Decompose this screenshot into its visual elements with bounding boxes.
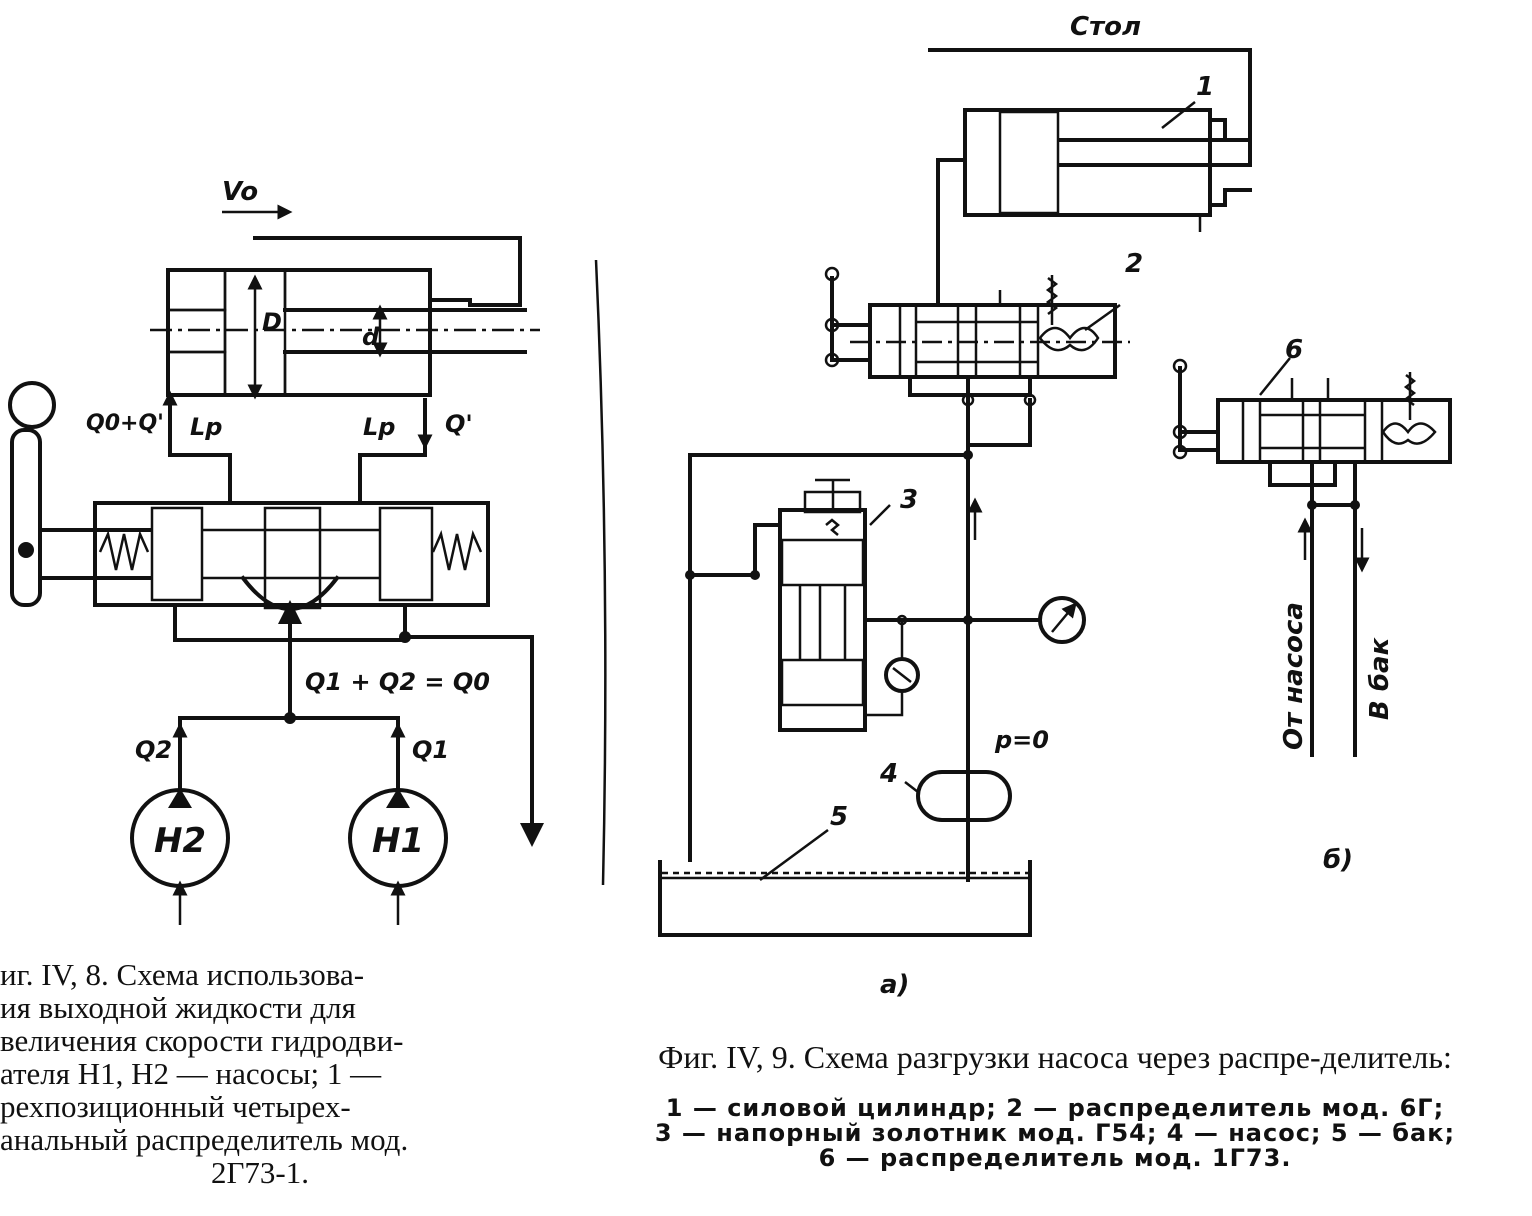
cylinder xyxy=(150,204,540,400)
caption-line: анальный распределитель мод. xyxy=(0,1122,409,1157)
label-to-tank: В бак xyxy=(1365,636,1395,720)
pressure-gauge xyxy=(1038,596,1086,644)
caption-line: ия выходной жидкости для xyxy=(0,990,356,1025)
label-n3: 3 xyxy=(900,485,918,515)
power-cylinder xyxy=(936,101,1252,307)
control-lever xyxy=(8,381,56,607)
caption-line: 2Г73-1. xyxy=(211,1155,309,1190)
legend-line: 6 — распределитель мод. 1Г73. xyxy=(818,1144,1292,1172)
caption-line: рехпозиционный четырех- xyxy=(0,1089,351,1124)
caption-title: Фиг. IV, 9. Схема разгрузки насоса через… xyxy=(658,1039,1452,1075)
label-from-pump: От насоса xyxy=(1279,602,1309,750)
label-diameter: D xyxy=(262,308,282,336)
caption-fig-iv-9: Фиг. IV, 9. Схема разгрузки насоса через… xyxy=(620,1040,1490,1171)
label-pump-h1: H1 xyxy=(372,821,424,861)
label-table: Стол xyxy=(1070,12,1141,42)
table-line xyxy=(928,48,1252,167)
label-n1: 1 xyxy=(1196,72,1214,102)
label-lp-left: Lp xyxy=(190,413,222,441)
legend-line: 1 — силовой цилиндр; 2 — распределитель … xyxy=(665,1094,1445,1122)
label-rod-diameter: d xyxy=(362,323,380,351)
distributor-6g xyxy=(824,266,1130,407)
caption-fig-iv-8: иг. IV, 8. Схема использова- ия выходной… xyxy=(0,958,520,1189)
caption-line: ателя H1, H2 — насосы; 1 — xyxy=(0,1056,382,1091)
legend-line: 3 — напорный золотник мод. Г54; 4 — насо… xyxy=(654,1119,1456,1147)
label-lp-right: Lp xyxy=(363,413,395,441)
label-n6: 6 xyxy=(1285,335,1303,365)
pumps xyxy=(130,600,448,925)
label-n2: 2 xyxy=(1125,249,1143,279)
caption-line: величения скорости гидродви- xyxy=(0,1023,404,1058)
caption-line: иг. IV, 8. Схема использова- xyxy=(0,957,365,992)
tank xyxy=(658,828,1032,937)
label-velocity: Vo xyxy=(222,177,258,207)
relief-valve-g54 xyxy=(688,478,1042,732)
label-flow-left: Q0+Q' xyxy=(86,411,164,436)
label-pump-h2: H2 xyxy=(154,821,206,861)
separator-line xyxy=(594,259,607,886)
label-sub-b: б) xyxy=(1323,845,1353,875)
distributor-2g73 xyxy=(38,390,544,847)
label-q1: Q1 xyxy=(412,736,449,764)
right-figure-b xyxy=(1172,357,1452,757)
label-pressure: p=0 xyxy=(994,726,1049,754)
label-flow-sum: Q1 + Q2 = Q0 xyxy=(305,668,490,696)
label-sub-a: а) xyxy=(880,970,909,1000)
label-n5: 5 xyxy=(830,802,848,832)
label-flow-right: Q' xyxy=(445,410,473,438)
pump-4 xyxy=(916,770,1012,822)
label-q2: Q2 xyxy=(135,736,172,764)
left-figure: Vo D d Q0+Q' Lp Lp Q' Q1 + Q2 = Q0 Q2 Q1… xyxy=(8,177,544,925)
right-figure-a xyxy=(658,48,1252,937)
label-n4: 4 xyxy=(879,759,898,789)
